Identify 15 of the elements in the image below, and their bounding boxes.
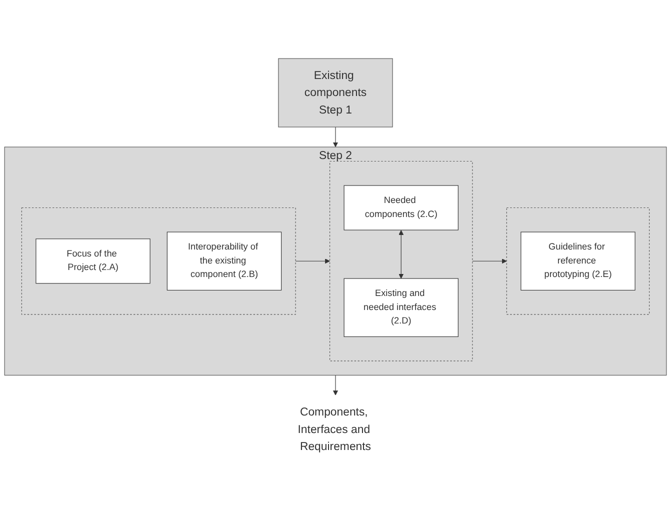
node-box: Existing components Step 1 xyxy=(278,58,393,128)
node-text: Components, Interfaces and Requirements xyxy=(298,406,372,454)
arrow xyxy=(398,230,404,280)
arrow xyxy=(333,375,338,396)
arrow xyxy=(333,127,338,148)
arrow xyxy=(295,258,330,264)
node-box: Interoperability of the existing component (2.B) xyxy=(166,232,282,291)
cluster xyxy=(330,161,473,362)
cluster xyxy=(21,208,296,316)
node-box: Existing and needed interfaces (2.D) xyxy=(344,278,458,338)
arrow xyxy=(472,258,507,264)
cluster xyxy=(506,208,650,316)
node-box: Guidelines for reference prototyping (2.E) xyxy=(520,232,636,291)
node-box: Focus of the Project (2.A) xyxy=(36,238,150,284)
node-box: Needed components (2.C) xyxy=(344,186,458,231)
